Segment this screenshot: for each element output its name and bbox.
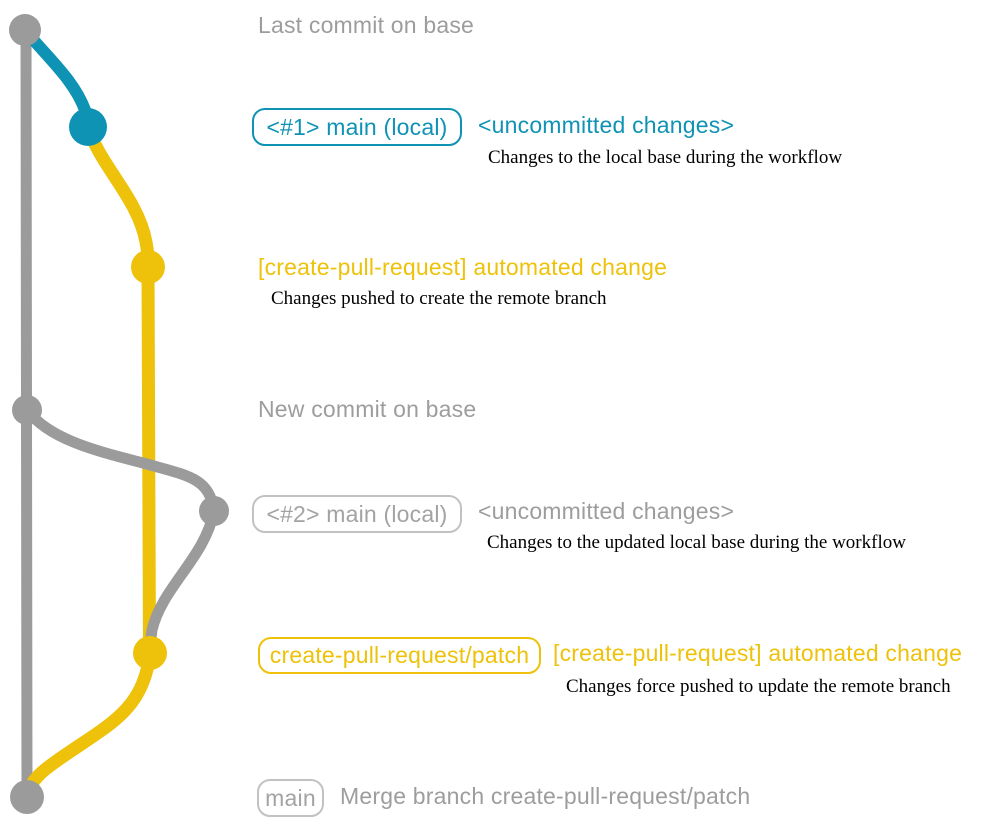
title-merge-branch: Merge branch create-pull-request/patch (340, 783, 751, 809)
desc-uncommitted-changes-1: Changes to the local base during the wor… (488, 147, 843, 168)
commit-node-new-base (12, 395, 42, 425)
desc-uncommitted-changes-2: Changes to the updated local base during… (487, 532, 906, 553)
commit-node-main-local-1 (69, 108, 107, 146)
commit-node-last-base (9, 14, 41, 46)
edge-merge-into-base (20, 646, 157, 801)
commit-node-merge (10, 780, 44, 814)
commit-graph (9, 14, 229, 814)
title-automated-change-2: [create-pull-request] automated change (553, 640, 963, 666)
title-uncommitted-changes-2: <uncommitted changes> (478, 498, 735, 524)
label-new-commit-on-base: New commit on base (258, 396, 477, 422)
desc-automated-change-1: Changes pushed to create the remote bran… (271, 288, 607, 309)
commit-node-automated-1 (131, 250, 165, 284)
commit-node-main-local-2 (199, 496, 229, 526)
edge-create-branch (81, 120, 155, 274)
badge-main-local-1: <#1> main (local) (252, 108, 462, 146)
badge-patch-branch: create-pull-request/patch (258, 637, 541, 674)
commit-node-automated-2 (133, 636, 167, 670)
edge-uncommitted-2 (21, 404, 220, 517)
badge-main-local-2: <#2> main (local) (252, 495, 462, 533)
title-uncommitted-changes-1: <uncommitted changes> (478, 112, 735, 138)
badge-main: main (257, 779, 324, 817)
desc-automated-change-2: Changes force pushed to update the remot… (566, 676, 951, 697)
edge-reset-to-patch (144, 505, 220, 659)
label-last-commit-on-base: Last commit on base (258, 12, 475, 38)
title-automated-change-1: [create-pull-request] automated change (258, 254, 668, 280)
